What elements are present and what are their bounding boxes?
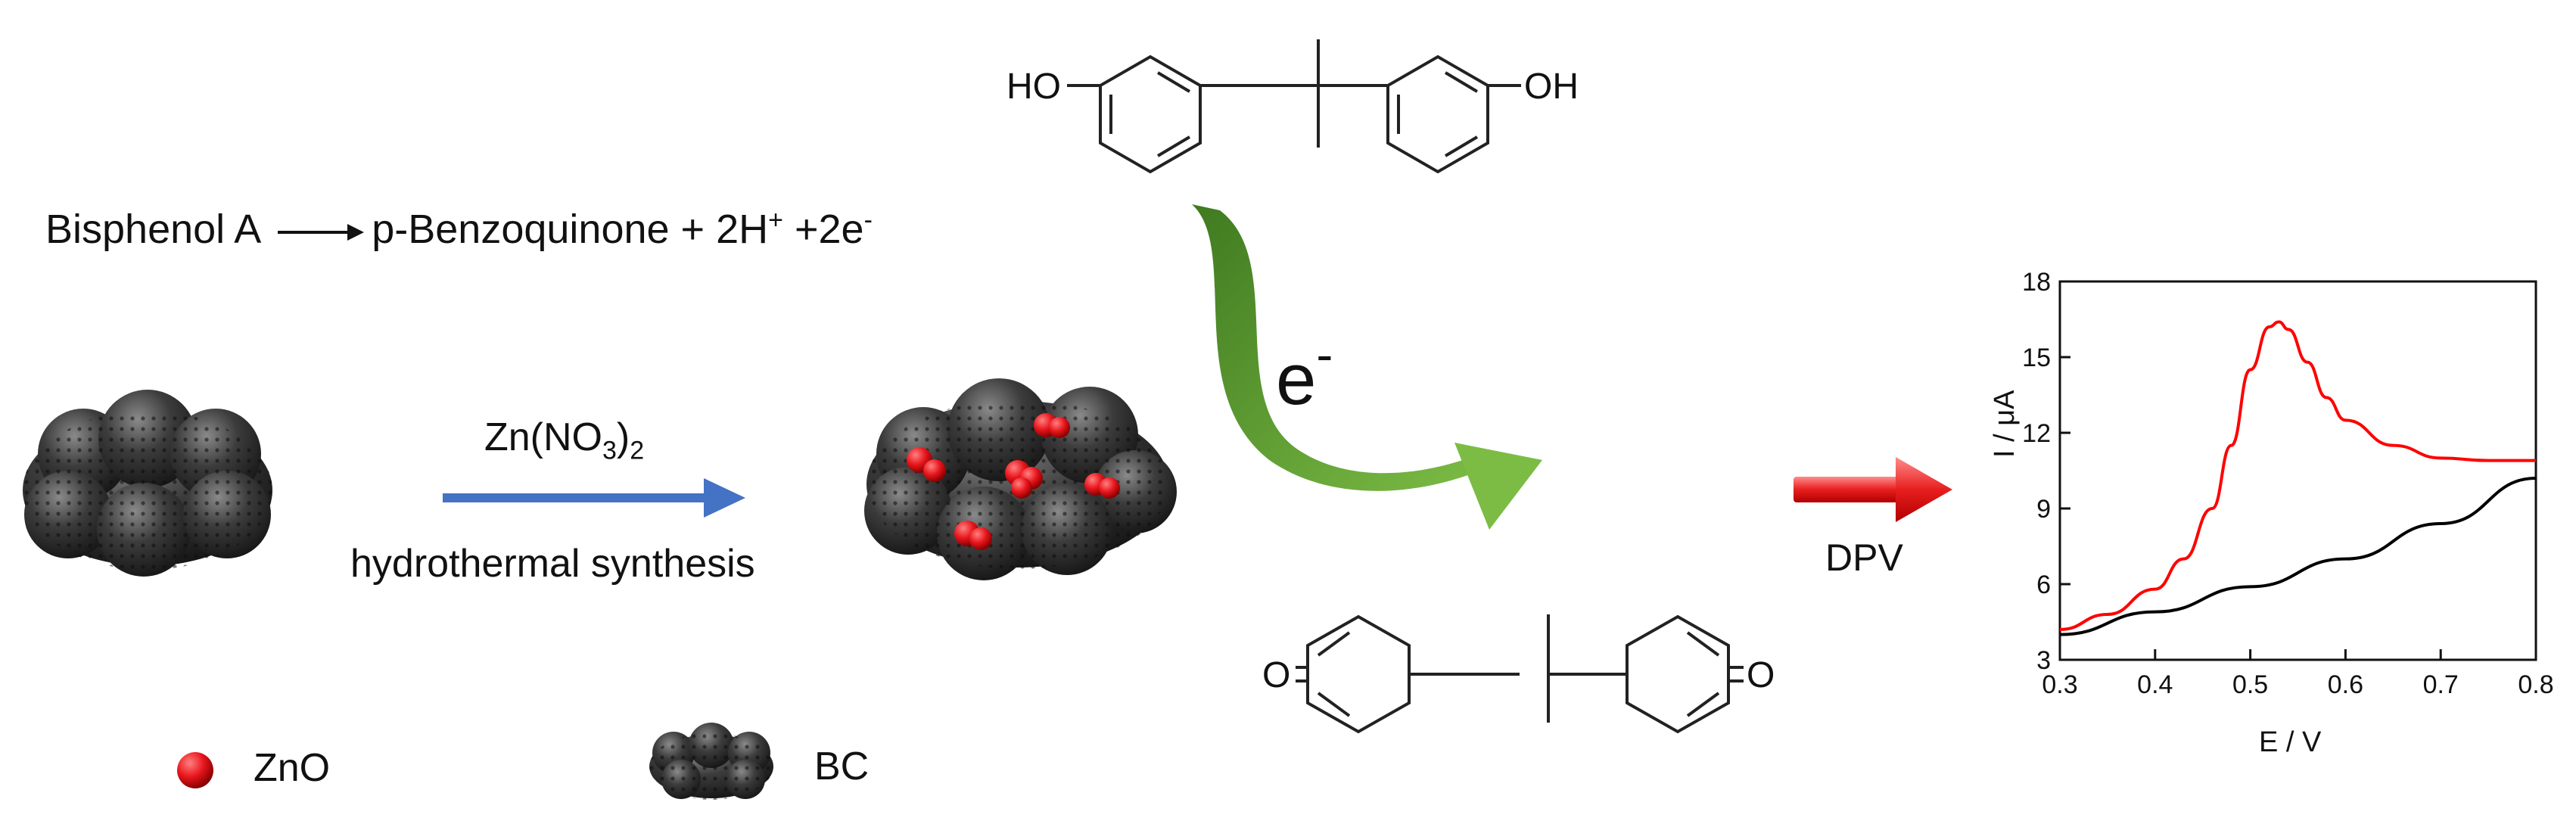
dpv-series-1 [2059, 477, 2537, 636]
bisphenol-a-structure [1067, 39, 1521, 174]
x-tick-label-0: 0.3 [2042, 670, 2077, 699]
proton-charge: + [768, 206, 783, 235]
chart-x-axis-label: E / V [2259, 726, 2322, 758]
electron-symbol-charge: - [1316, 326, 1333, 382]
y-tick-label-4: 15 [2022, 344, 2051, 372]
dpv-series-0 [2059, 320, 2536, 631]
legend-bc-icon [649, 723, 773, 800]
hydroxyl-right-label: OH [1524, 67, 1579, 107]
oxo-left-label: O [1262, 655, 1290, 695]
reagent-subscript-2: 2 [630, 436, 645, 465]
benzoquinone-structure [1296, 614, 1744, 734]
electron-transfer-arrow [1192, 204, 1542, 530]
reagent-label: Zn(NO3)2 [484, 415, 644, 465]
legend-bc-label: BC [814, 745, 870, 788]
oxo-right-label: O [1747, 655, 1775, 695]
electron-label: e- [1276, 326, 1333, 421]
x-tick-label-4: 0.7 [2423, 670, 2459, 699]
electron-charge: - [863, 206, 873, 235]
reaction-arrow-icon [278, 223, 365, 241]
synthesis-method-label: hydrothermal synthesis [350, 542, 755, 586]
x-tick-label-2: 0.5 [2232, 670, 2268, 699]
y-tick-label-3: 12 [2022, 419, 2051, 448]
x-tick-label-1: 0.4 [2137, 670, 2173, 699]
legend-zno-label: ZnO [254, 746, 331, 790]
y-tick-label-0: 3 [2036, 646, 2051, 675]
reactant-label: Bisphenol A [45, 207, 262, 252]
chart-y-axis-label: I / μA [1989, 390, 2021, 458]
y-tick-label-2: 9 [2036, 495, 2051, 524]
hydroxyl-left-label: HO [1006, 67, 1061, 107]
chart-frame [2058, 280, 2537, 661]
electron-symbol: e [1276, 339, 1317, 420]
x-tick-label-3: 0.6 [2328, 670, 2363, 699]
dpv-label: DPV [1825, 536, 1903, 579]
x-tick-label-5: 0.8 [2518, 670, 2553, 699]
reagent-prefix: Zn(NO [484, 415, 602, 459]
electrons-label: +2e [782, 207, 864, 252]
dpv-chart: 0.3 0.4 0.5 0.6 0.7 0.8 3 6 9 12 15 18 [2022, 268, 2553, 699]
product-label: p-Benzoquinone + 2H [372, 207, 769, 252]
y-tick-label-5: 18 [2022, 268, 2051, 297]
reaction-equation: Bisphenol A p-Benzoquinone + 2H+ +2e- [45, 206, 873, 253]
zno-biochar-composite [864, 378, 1177, 580]
legend-zno-icon [177, 752, 213, 788]
y-tick-label-1: 6 [2036, 571, 2051, 599]
reagent-suffix: ) [616, 415, 630, 459]
reagent-subscript: 3 [602, 436, 617, 465]
synthesis-arrow [443, 478, 745, 518]
biochar-particle [23, 390, 272, 577]
dpv-arrow [1794, 457, 1952, 522]
